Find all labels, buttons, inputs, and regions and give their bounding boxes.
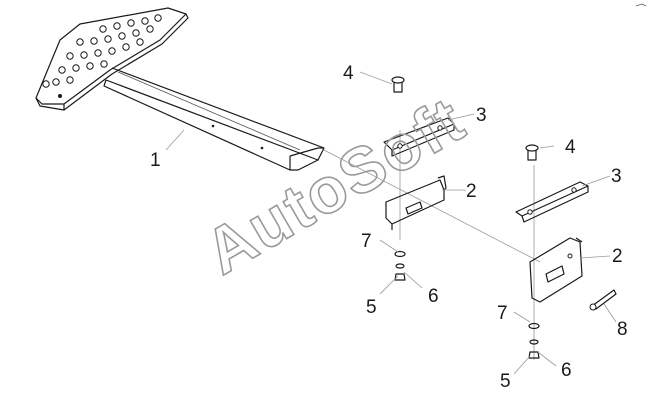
callout-part-5-upper: 5 (366, 297, 377, 318)
callout-part-3-upper: 3 (476, 105, 487, 126)
callout-part-1: 1 (150, 150, 161, 171)
callout-part-2-lower: 2 (612, 246, 623, 267)
clamp-plate-part-3-upper (383, 117, 455, 157)
washer-nut-stack-lower (528, 322, 540, 359)
callout-labels: 1 4 3 2 7 5 6 4 3 2 8 7 5 6 (150, 63, 628, 392)
callout-part-6-lower: 6 (561, 360, 572, 381)
plate-holes (42, 14, 162, 98)
callout-part-4-lower: 4 (565, 137, 576, 158)
bolt-part-4-lower (525, 144, 539, 161)
bracket-part-2-lower (529, 237, 583, 303)
callout-part-4-upper: 4 (343, 63, 354, 84)
callout-part-5-lower: 5 (500, 371, 511, 392)
washer-nut-stack-upper (394, 250, 406, 281)
callout-part-7-upper: 7 (361, 231, 372, 252)
pin-part-8 (589, 289, 617, 311)
clamp-plate-part-3-lower (515, 181, 589, 223)
corner-mark-icon (635, 3, 647, 7)
callout-part-3-lower: 3 (611, 166, 622, 187)
callout-part-2-upper: 2 (466, 181, 477, 202)
bracket-part-2-upper (385, 175, 447, 230)
step-assembly-part-1 (35, 7, 325, 171)
watermark-text: AutoSoft (193, 83, 477, 288)
callout-leaders (165, 71, 617, 375)
bolt-part-4-upper (391, 76, 405, 93)
callout-part-6-upper: 6 (428, 286, 439, 307)
callout-part-8: 8 (617, 319, 628, 340)
callout-part-7-lower: 7 (497, 303, 508, 324)
